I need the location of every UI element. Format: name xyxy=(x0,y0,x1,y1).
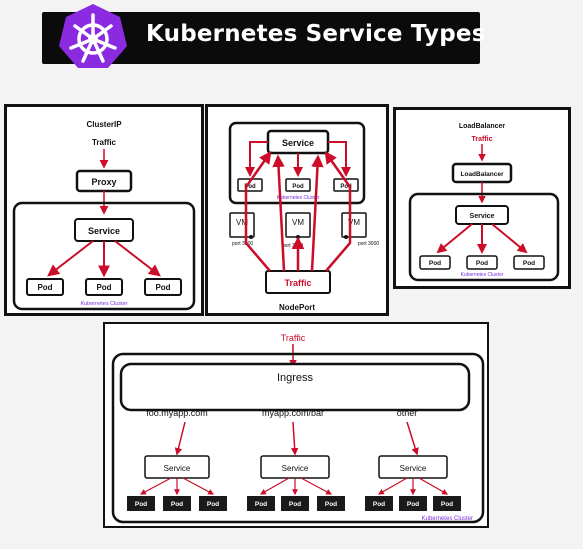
pod-label: Pod xyxy=(289,501,301,508)
route-label: other xyxy=(397,408,418,418)
nodeport-title: NodePort xyxy=(279,303,315,312)
loadbalancer-label: LoadBalancer xyxy=(461,171,504,178)
traffic-arrow xyxy=(310,154,324,272)
port-label: port 3000 xyxy=(282,243,303,249)
route-label: myapp.com/bar xyxy=(262,408,324,418)
proxy-label: Proxy xyxy=(91,177,116,187)
traffic-arrow xyxy=(244,150,272,272)
cluster-label: Kubernetes Cluster xyxy=(80,301,127,307)
pod-arrow xyxy=(436,223,473,254)
service-label: Service xyxy=(400,464,427,473)
service-label: Service xyxy=(470,213,495,220)
traffic-arrow xyxy=(272,154,286,272)
pod-arrow xyxy=(245,141,268,177)
page-title: Kubernetes Service Types xyxy=(146,21,486,47)
cluster-boundary xyxy=(12,201,196,311)
pod-box xyxy=(513,255,545,270)
vm-label: VM xyxy=(236,218,248,227)
service-label: Service xyxy=(282,464,309,473)
pod-box xyxy=(85,278,123,296)
service-label: Service xyxy=(88,226,120,236)
route-arrow xyxy=(174,421,186,456)
cluster-boundary xyxy=(228,121,366,205)
pod-label: Pod xyxy=(476,260,488,267)
clusterip-panel: ClusterIP Traffic Proxy Service Pod Pod … xyxy=(4,104,204,316)
pod-arrow xyxy=(491,223,528,254)
pod-label: Pod xyxy=(340,184,352,190)
kubernetes-logo-icon xyxy=(59,4,127,68)
nodeport-panel: Service Pod Pod Pod Kubernetes Cluster V… xyxy=(205,104,389,316)
port-label: port 3000 xyxy=(358,241,379,247)
traffic-label: Traffic xyxy=(284,278,311,288)
clusterip-title: ClusterIP xyxy=(86,120,122,129)
port-label: port 3000 xyxy=(232,241,253,247)
pod-label: Pod xyxy=(135,501,147,508)
pod-box xyxy=(144,278,182,296)
clusterip-traffic-label: Traffic xyxy=(92,138,117,147)
pod-arrow xyxy=(328,141,351,177)
route-arrow xyxy=(406,421,419,456)
cluster-label: Kubernetes Cluster xyxy=(277,195,320,201)
pod-label: Pod xyxy=(523,260,535,267)
vm-label: VM xyxy=(348,218,360,227)
pod-arrow xyxy=(114,240,161,277)
cluster-label: Kubernetes Cluster xyxy=(422,516,473,522)
pod-label: Pod xyxy=(207,501,219,508)
vm-label: VM xyxy=(292,218,304,227)
pod-label: Pod xyxy=(244,184,256,190)
pod-arrow xyxy=(47,240,94,277)
port-dot xyxy=(296,235,300,239)
pod-boxes xyxy=(127,496,461,511)
pod-box xyxy=(26,278,64,296)
service-label: Service xyxy=(282,138,314,148)
vm-box xyxy=(341,212,367,238)
ingress-traffic-label: Traffic xyxy=(281,333,306,343)
pod-label: Pod xyxy=(292,184,304,190)
pod-box xyxy=(333,178,359,192)
pod-box xyxy=(419,255,451,270)
port-dot xyxy=(344,235,348,239)
ingress-box xyxy=(119,362,471,412)
pod-label: Pod xyxy=(171,501,183,508)
vm-box xyxy=(229,212,255,238)
service-label: Service xyxy=(164,464,191,473)
pod-box xyxy=(285,178,311,192)
loadbalancer-panel: LoadBalancer Traffic LoadBalancer Servic… xyxy=(393,107,571,289)
pod-label: Pod xyxy=(155,283,170,292)
pod-box xyxy=(466,255,498,270)
pod-label: Pod xyxy=(441,501,453,508)
route-arrow xyxy=(290,421,299,456)
pod-label: Pod xyxy=(37,283,52,292)
cluster-label: Kubernetes Cluster xyxy=(461,272,504,278)
pod-label: Pod xyxy=(407,501,419,508)
pod-label: Pod xyxy=(325,501,337,508)
cluster-boundary xyxy=(408,192,560,282)
pod-label: Pod xyxy=(429,260,441,267)
route-label: foo.myapp.com xyxy=(146,408,208,418)
loadbalancer-title: LoadBalancer xyxy=(459,123,506,130)
ingress-label: Ingress xyxy=(277,372,314,384)
port-dot xyxy=(249,235,253,239)
cluster-boundary xyxy=(111,352,485,524)
traffic-arrow xyxy=(324,150,352,272)
pod-label: Pod xyxy=(255,501,267,508)
pod-box xyxy=(237,178,263,192)
loadbalancer-traffic-label: Traffic xyxy=(471,136,492,143)
pod-label: Pod xyxy=(373,501,385,508)
pod-arrows xyxy=(139,477,449,496)
ingress-panel: Traffic Ingress foo.myapp.com myapp.com/… xyxy=(103,322,489,528)
pod-label: Pod xyxy=(96,283,111,292)
